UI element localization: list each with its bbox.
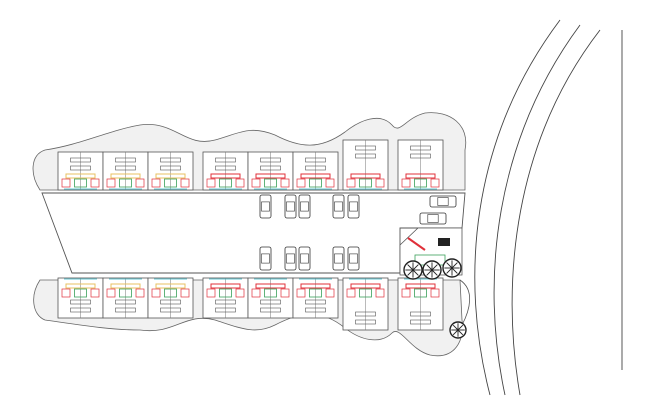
- parked-car: [284, 246, 297, 271]
- parked-car: [259, 194, 272, 219]
- housing-unit: [202, 151, 249, 191]
- tree-icon: [403, 260, 423, 280]
- parked-cars: [259, 194, 457, 271]
- parked-car: [332, 246, 345, 271]
- tree-icon: [422, 260, 442, 280]
- housing-unit: [102, 151, 149, 191]
- housing-unit: [57, 277, 104, 319]
- housing-unit: [202, 277, 249, 319]
- parked-car: [298, 194, 311, 219]
- housing-unit: [247, 151, 294, 191]
- parked-car: [298, 246, 311, 271]
- trees: [403, 258, 467, 339]
- housing-unit: [147, 277, 194, 319]
- housing-unit: [397, 277, 444, 331]
- parked-car: [347, 246, 360, 271]
- housing-unit: [342, 139, 389, 191]
- tree-icon: [449, 321, 467, 339]
- parked-car: [429, 195, 457, 208]
- highway-curves: [474, 19, 623, 396]
- housing-unit: [292, 151, 339, 191]
- housing-unit: [147, 151, 194, 191]
- parked-car: [419, 212, 447, 225]
- housing-unit: [292, 277, 339, 319]
- housing-unit: [397, 139, 444, 191]
- housing-unit: [342, 277, 389, 331]
- housing-units: [57, 139, 444, 331]
- housing-unit: [57, 151, 104, 191]
- housing-unit: [247, 277, 294, 319]
- parked-car: [332, 194, 345, 219]
- parked-car: [347, 194, 360, 219]
- parked-car: [284, 194, 297, 219]
- parked-car: [259, 246, 272, 271]
- tree-icon: [442, 258, 462, 278]
- housing-unit: [102, 277, 149, 319]
